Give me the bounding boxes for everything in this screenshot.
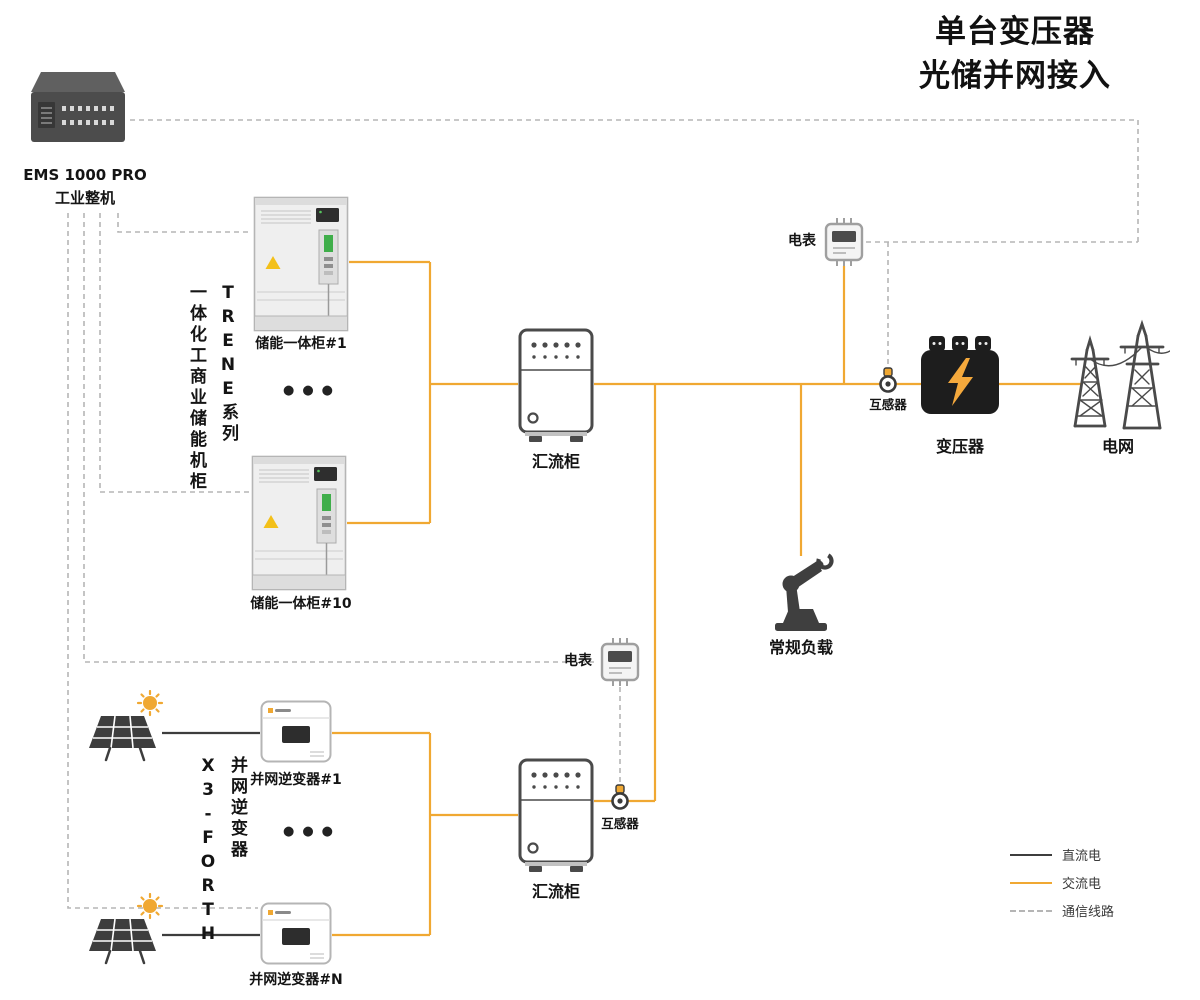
- storage-cabinet-1-label: 储能一体柜#1: [255, 336, 347, 352]
- ac-line-sample: [1010, 881, 1052, 884]
- storage-series-title: 一体化工商业储能机柜 TRENE系列: [184, 283, 241, 493]
- pv-series-name: X3-FORTH: [198, 756, 218, 948]
- inverter-n-icon: [260, 902, 332, 968]
- meter-bottom-icon: [598, 638, 642, 686]
- dc-lines: [162, 731, 260, 937]
- combiner-top-label: 汇流柜: [531, 452, 580, 471]
- transformer-icon: [921, 336, 999, 414]
- storage-cabinet-10-icon: [251, 455, 347, 591]
- power-grid-icon: [1066, 314, 1170, 432]
- title-line-2: 光储并网接入: [919, 58, 1111, 95]
- ems-model: EMS 1000 PRO: [23, 166, 147, 184]
- ems-type: 工业整机: [54, 188, 115, 207]
- storage-series-cn: 一体化工商业储能机柜: [186, 283, 206, 493]
- legend: 直流电 交流电 通信线路: [1010, 845, 1200, 929]
- meter-top-icon: [822, 218, 866, 266]
- comm-lines: [67, 119, 1139, 909]
- grid-label: 电网: [1101, 437, 1134, 456]
- combiner-bottom-label: 汇流柜: [531, 882, 580, 901]
- inverter-1-label: 并网逆变器#1: [250, 772, 342, 788]
- combiner-cabinet-top-icon: [518, 328, 594, 442]
- ct-top-label: 互感器: [869, 397, 907, 412]
- legend-comm-label: 通信线路: [1062, 905, 1115, 920]
- ems-label: EMS 1000 PRO 工业整机: [10, 164, 160, 209]
- robot-arm-load-icon: [764, 548, 838, 632]
- transformer-label: 变压器: [935, 437, 984, 456]
- title-line-1: 单台变压器: [935, 14, 1095, 50]
- ac-lines: [332, 260, 1082, 937]
- comm-line-sample: [1010, 909, 1052, 912]
- inverter-n-label: 并网逆变器#N: [249, 972, 343, 988]
- ems-server-icon: [28, 66, 128, 158]
- pv-series-cn: 并网逆变器: [227, 756, 247, 861]
- ct-bottom-label: 互感器: [601, 816, 639, 831]
- legend-row-ac: 交流电: [1010, 873, 1200, 892]
- dc-line-sample: [1010, 853, 1052, 856]
- meter-top-label: 电表: [788, 233, 816, 249]
- load-label: 常规负载: [768, 638, 833, 657]
- storage-ellipsis: ●●●: [282, 383, 342, 398]
- solar-panel-top-icon: [84, 690, 168, 764]
- pv-ellipsis: ●●●: [282, 824, 342, 839]
- inverter-1-icon: [260, 700, 332, 766]
- current-transformer-bottom-icon: [609, 784, 631, 814]
- current-transformer-top-icon: [877, 367, 899, 397]
- diagram-title: 单台变压器 光储并网接入: [850, 10, 1180, 98]
- meter-bottom-label: 电表: [564, 653, 592, 669]
- legend-ac-label: 交流电: [1062, 877, 1102, 892]
- storage-cabinet-1-icon: [253, 196, 349, 332]
- combiner-cabinet-bottom-icon: [518, 758, 594, 872]
- solar-panel-bottom-icon: [84, 893, 168, 967]
- storage-cabinet-10-label: 储能一体柜#10: [250, 596, 352, 612]
- legend-row-dc: 直流电: [1010, 845, 1200, 864]
- legend-row-comm: 通信线路: [1010, 901, 1200, 920]
- pv-series-title: X3-FORTH 并网逆变器: [198, 756, 250, 948]
- storage-series-name: TRENE系列: [218, 283, 238, 445]
- legend-dc-label: 直流电: [1062, 849, 1102, 864]
